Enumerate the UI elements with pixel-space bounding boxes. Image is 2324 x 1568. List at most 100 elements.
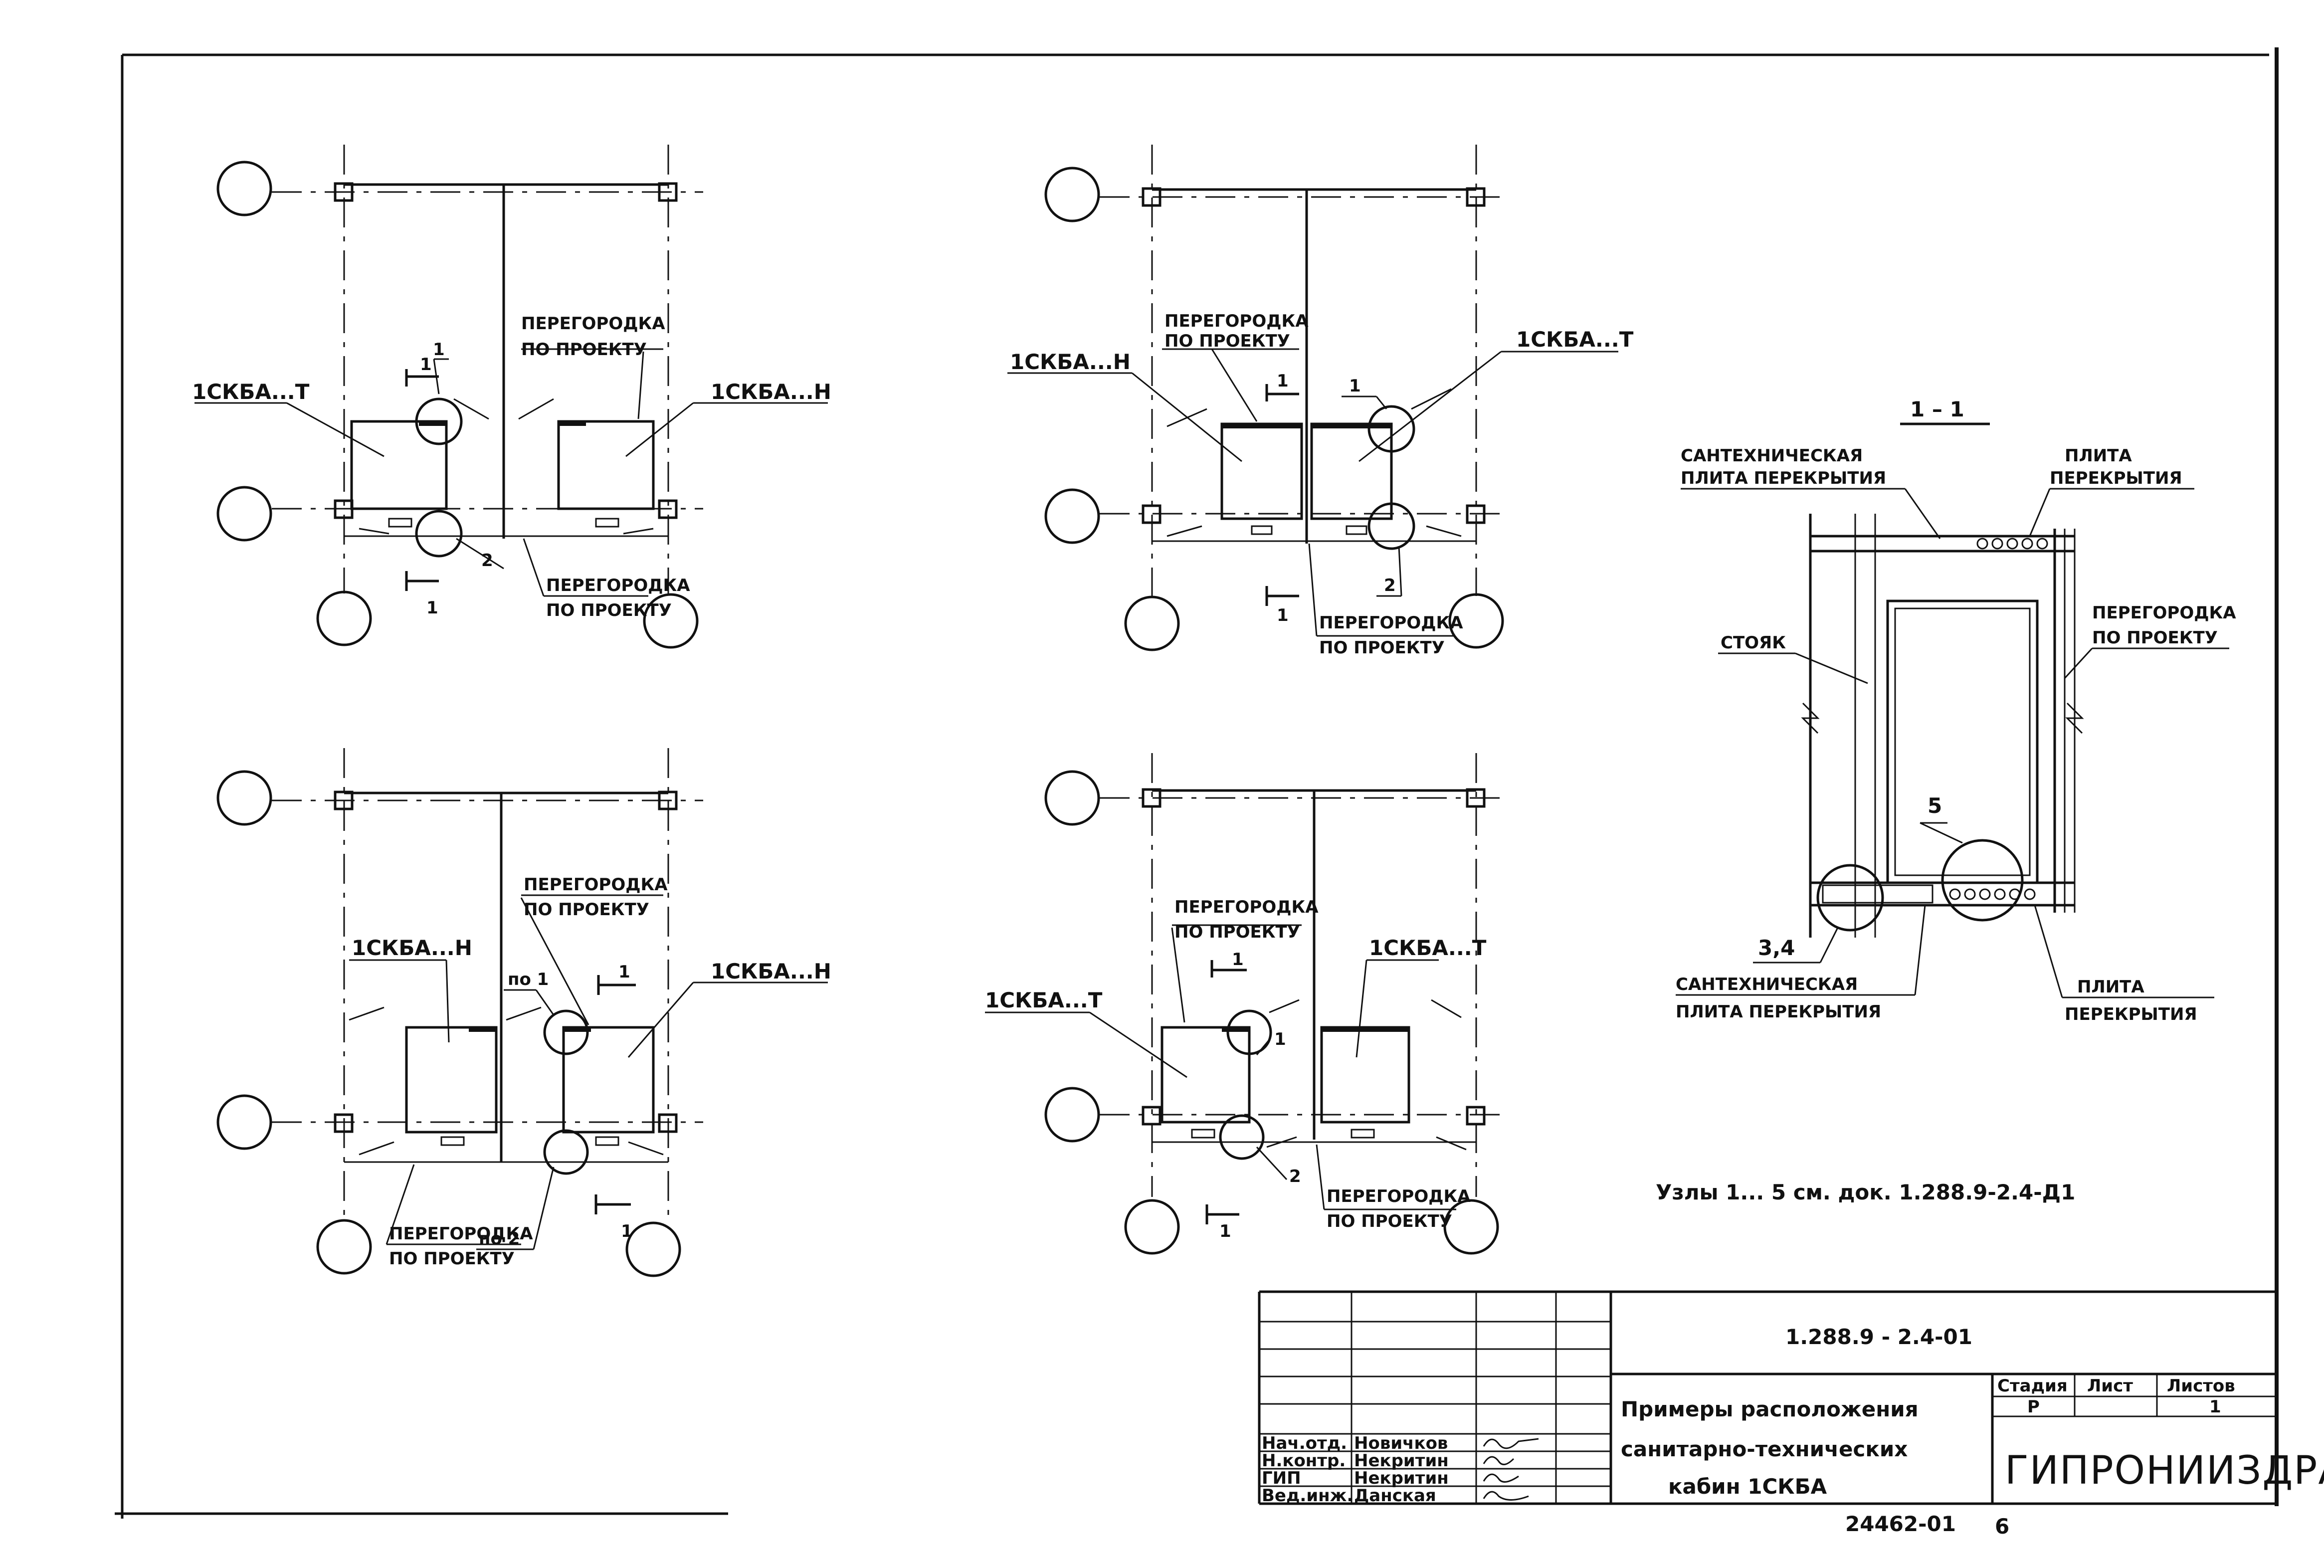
staff-role-1: Нач.отд. bbox=[1262, 1433, 1347, 1453]
section-1-1: 1 – 1 bbox=[1676, 397, 2236, 1024]
doors bbox=[1266, 999, 1467, 1151]
slab-top-1: ПЛИТА bbox=[2065, 446, 2132, 466]
section-marks: 1 1 bbox=[1205, 950, 1247, 1241]
cabin-right-label: 1СКБА...Н bbox=[711, 380, 831, 404]
doors bbox=[359, 398, 654, 535]
cabin-left-label: 1СКБА...Т bbox=[985, 988, 1103, 1012]
san-plate-top-2: ПЛИТА ПЕРЕКРЫТИЯ bbox=[1681, 468, 1886, 488]
signatures bbox=[1483, 1438, 1539, 1501]
axes bbox=[1100, 753, 1501, 1197]
node-callouts: 5 3,4 bbox=[1753, 793, 2024, 964]
cabins bbox=[350, 420, 655, 528]
slab-bottom-2: ПЕРЕКРЫТИЯ bbox=[2065, 1004, 2197, 1024]
header-sheets: Листов bbox=[2167, 1376, 2235, 1396]
cabin-left-label: 1СКБА...Т bbox=[192, 380, 310, 404]
grid-bubbles bbox=[1044, 167, 1504, 651]
stage-value: Р bbox=[2027, 1397, 2040, 1417]
slab-bottom-1: ПЛИТА bbox=[2077, 977, 2144, 997]
node-1-label: 1 bbox=[1274, 1029, 1286, 1049]
staff-name-1: Новичков bbox=[1354, 1433, 1448, 1453]
section-mark-top: 1 bbox=[1232, 950, 1244, 970]
partition-bottom-1: ПЕРЕГОРОДКА bbox=[546, 576, 690, 595]
staff-name-4: Данская bbox=[1354, 1486, 1436, 1506]
staff-role-2: Н.контр. bbox=[1262, 1451, 1346, 1471]
staff-name-2: Некритин bbox=[1354, 1451, 1449, 1471]
partition-top-1: ПЕРЕГОРОДКА bbox=[524, 875, 668, 895]
axes bbox=[1100, 145, 1501, 596]
cabins bbox=[405, 1026, 655, 1146]
section-mark-top: 1 bbox=[618, 962, 630, 982]
partition-bottom-2: ПО ПРОЕКТУ bbox=[1327, 1211, 1452, 1231]
walls bbox=[1142, 788, 1486, 1143]
labels: 1СКБА...Н 1СКБА...Н ПЕРЕГОРОДКА ПО ПРОЕК… bbox=[349, 875, 831, 1269]
walls bbox=[334, 790, 678, 1163]
walls bbox=[334, 182, 678, 539]
node-2-label: 2 bbox=[481, 551, 493, 571]
cabin-left-label: 1СКБА...Н bbox=[352, 936, 472, 960]
section-mark-top: 1 bbox=[420, 355, 432, 375]
partition-bottom-1: ПЕРЕГОРОДКА bbox=[389, 1224, 533, 1244]
doors bbox=[349, 1006, 664, 1156]
node-callouts: по 1 по 2 bbox=[476, 970, 589, 1250]
node-2-label: 2 bbox=[1384, 576, 1396, 595]
san-plate-top-1: САНТЕХНИЧЕСКАЯ bbox=[1681, 446, 1863, 466]
plan-2: 1 2 1 1 1СКБА...Н 1СКБА...Т ПЕРЕГОРОДКА … bbox=[1007, 145, 1634, 658]
labels: 1СКБА...Т 1СКБА...Н ПЕРЕГОРОДКА ПО ПРОЕК… bbox=[192, 314, 831, 620]
page-number: 6 bbox=[1995, 1514, 2009, 1539]
node-callouts: 1 2 bbox=[1342, 376, 1415, 597]
partition-top-2: ПО ПРОЕКТУ bbox=[1174, 922, 1300, 942]
partition-top-2: ПО ПРОЕКТУ bbox=[521, 340, 647, 360]
section-mark-top: 1 bbox=[1277, 371, 1289, 391]
grid-bubbles bbox=[216, 770, 681, 1277]
walls bbox=[1142, 187, 1486, 544]
staff-name-3: Некритин bbox=[1354, 1468, 1449, 1488]
staff-role-3: ГИП bbox=[1262, 1468, 1301, 1488]
section-marks: 1 1 bbox=[405, 355, 439, 618]
staff-role-4: Вед.инж. bbox=[1262, 1486, 1353, 1506]
section-mark-bottom: 1 bbox=[426, 598, 438, 618]
node-1-label: 1 bbox=[433, 340, 445, 360]
cabin-right-label: 1СКБА...Н bbox=[711, 959, 831, 983]
slab-hollows-top bbox=[1976, 538, 2048, 550]
cabin-right-label: 1СКБА...Т bbox=[1516, 327, 1634, 352]
labels: 1СКБА...Т 1СКБА...Т ПЕРЕГОРОДКА ПО ПРОЕК… bbox=[985, 897, 1487, 1231]
partition-top-2: ПО ПРОЕКТУ bbox=[524, 900, 649, 920]
node-1-label: по 1 bbox=[508, 970, 549, 989]
san-plate-bottom-2: ПЛИТА ПЕРЕКРЫТИЯ bbox=[1676, 1002, 1881, 1022]
title-line-1: Примеры расположения bbox=[1621, 1397, 1919, 1421]
riser-label: СТОЯК bbox=[1721, 633, 1786, 653]
section-title: 1 – 1 bbox=[1910, 397, 1964, 421]
section-marks: 1 1 bbox=[594, 962, 636, 1241]
cabin-left-label: 1СКБА...Н bbox=[1010, 350, 1131, 374]
node-2-label: по 2 bbox=[479, 1229, 520, 1249]
plan-3: по 1 по 2 1 1 1СКБА...Н 1СКБА...Н ПЕРЕГО… bbox=[216, 748, 831, 1277]
section-mark-bottom: 1 bbox=[1277, 605, 1289, 625]
section-marks: 1 1 bbox=[1265, 371, 1299, 625]
cabins bbox=[1220, 422, 1393, 535]
partition-bottom-1: ПЕРЕГОРОДКА bbox=[1319, 613, 1463, 633]
cabins bbox=[1161, 1026, 1410, 1139]
node-callouts: 1 2 bbox=[1219, 1009, 1301, 1186]
partition-bottom-1: ПЕРЕГОРОДКА bbox=[1327, 1186, 1471, 1206]
partition-top-1: ПЕРЕГОРОДКА bbox=[1164, 311, 1309, 331]
axes bbox=[272, 145, 703, 593]
organization-name: ГИПРОНИИЗДРАВ bbox=[2005, 1448, 2324, 1493]
node-34-label: 3,4 bbox=[1758, 936, 1795, 960]
plan-4: 1 2 1 1 1СКБА...Т 1СКБА...Т ПЕРЕГОРОДКА … bbox=[985, 753, 1501, 1255]
partition-top-1: ПЕРЕГОРОДКА bbox=[1174, 897, 1319, 917]
section-body bbox=[1801, 514, 2084, 938]
header-stage: Стадия bbox=[1997, 1376, 2068, 1396]
axes bbox=[272, 748, 703, 1217]
section-partition-2: ПО ПРОЕКТУ bbox=[2092, 628, 2218, 648]
grid-bubbles bbox=[1044, 770, 1499, 1255]
section-labels: САНТЕХНИЧЕСКАЯ ПЛИТА ПЕРЕКРЫТИЯ ПЛИТА ПЕ… bbox=[1676, 446, 2236, 1024]
node-1-label: 1 bbox=[1349, 376, 1361, 396]
nodes-reference-note: Узлы 1... 5 см. док. 1.288.9-2.4-Д1 bbox=[1656, 1180, 2075, 1204]
partition-bottom-2: ПО ПРОЕКТУ bbox=[389, 1249, 515, 1269]
node-2-label: 2 bbox=[1289, 1167, 1301, 1186]
title-line-3: кабин 1СКБА bbox=[1668, 1474, 1827, 1499]
slab-top-2: ПЕРЕКРЫТИЯ bbox=[2050, 468, 2182, 488]
partition-top-1: ПЕРЕГОРОДКА bbox=[521, 314, 665, 334]
node-5-label: 5 bbox=[1928, 793, 1942, 818]
